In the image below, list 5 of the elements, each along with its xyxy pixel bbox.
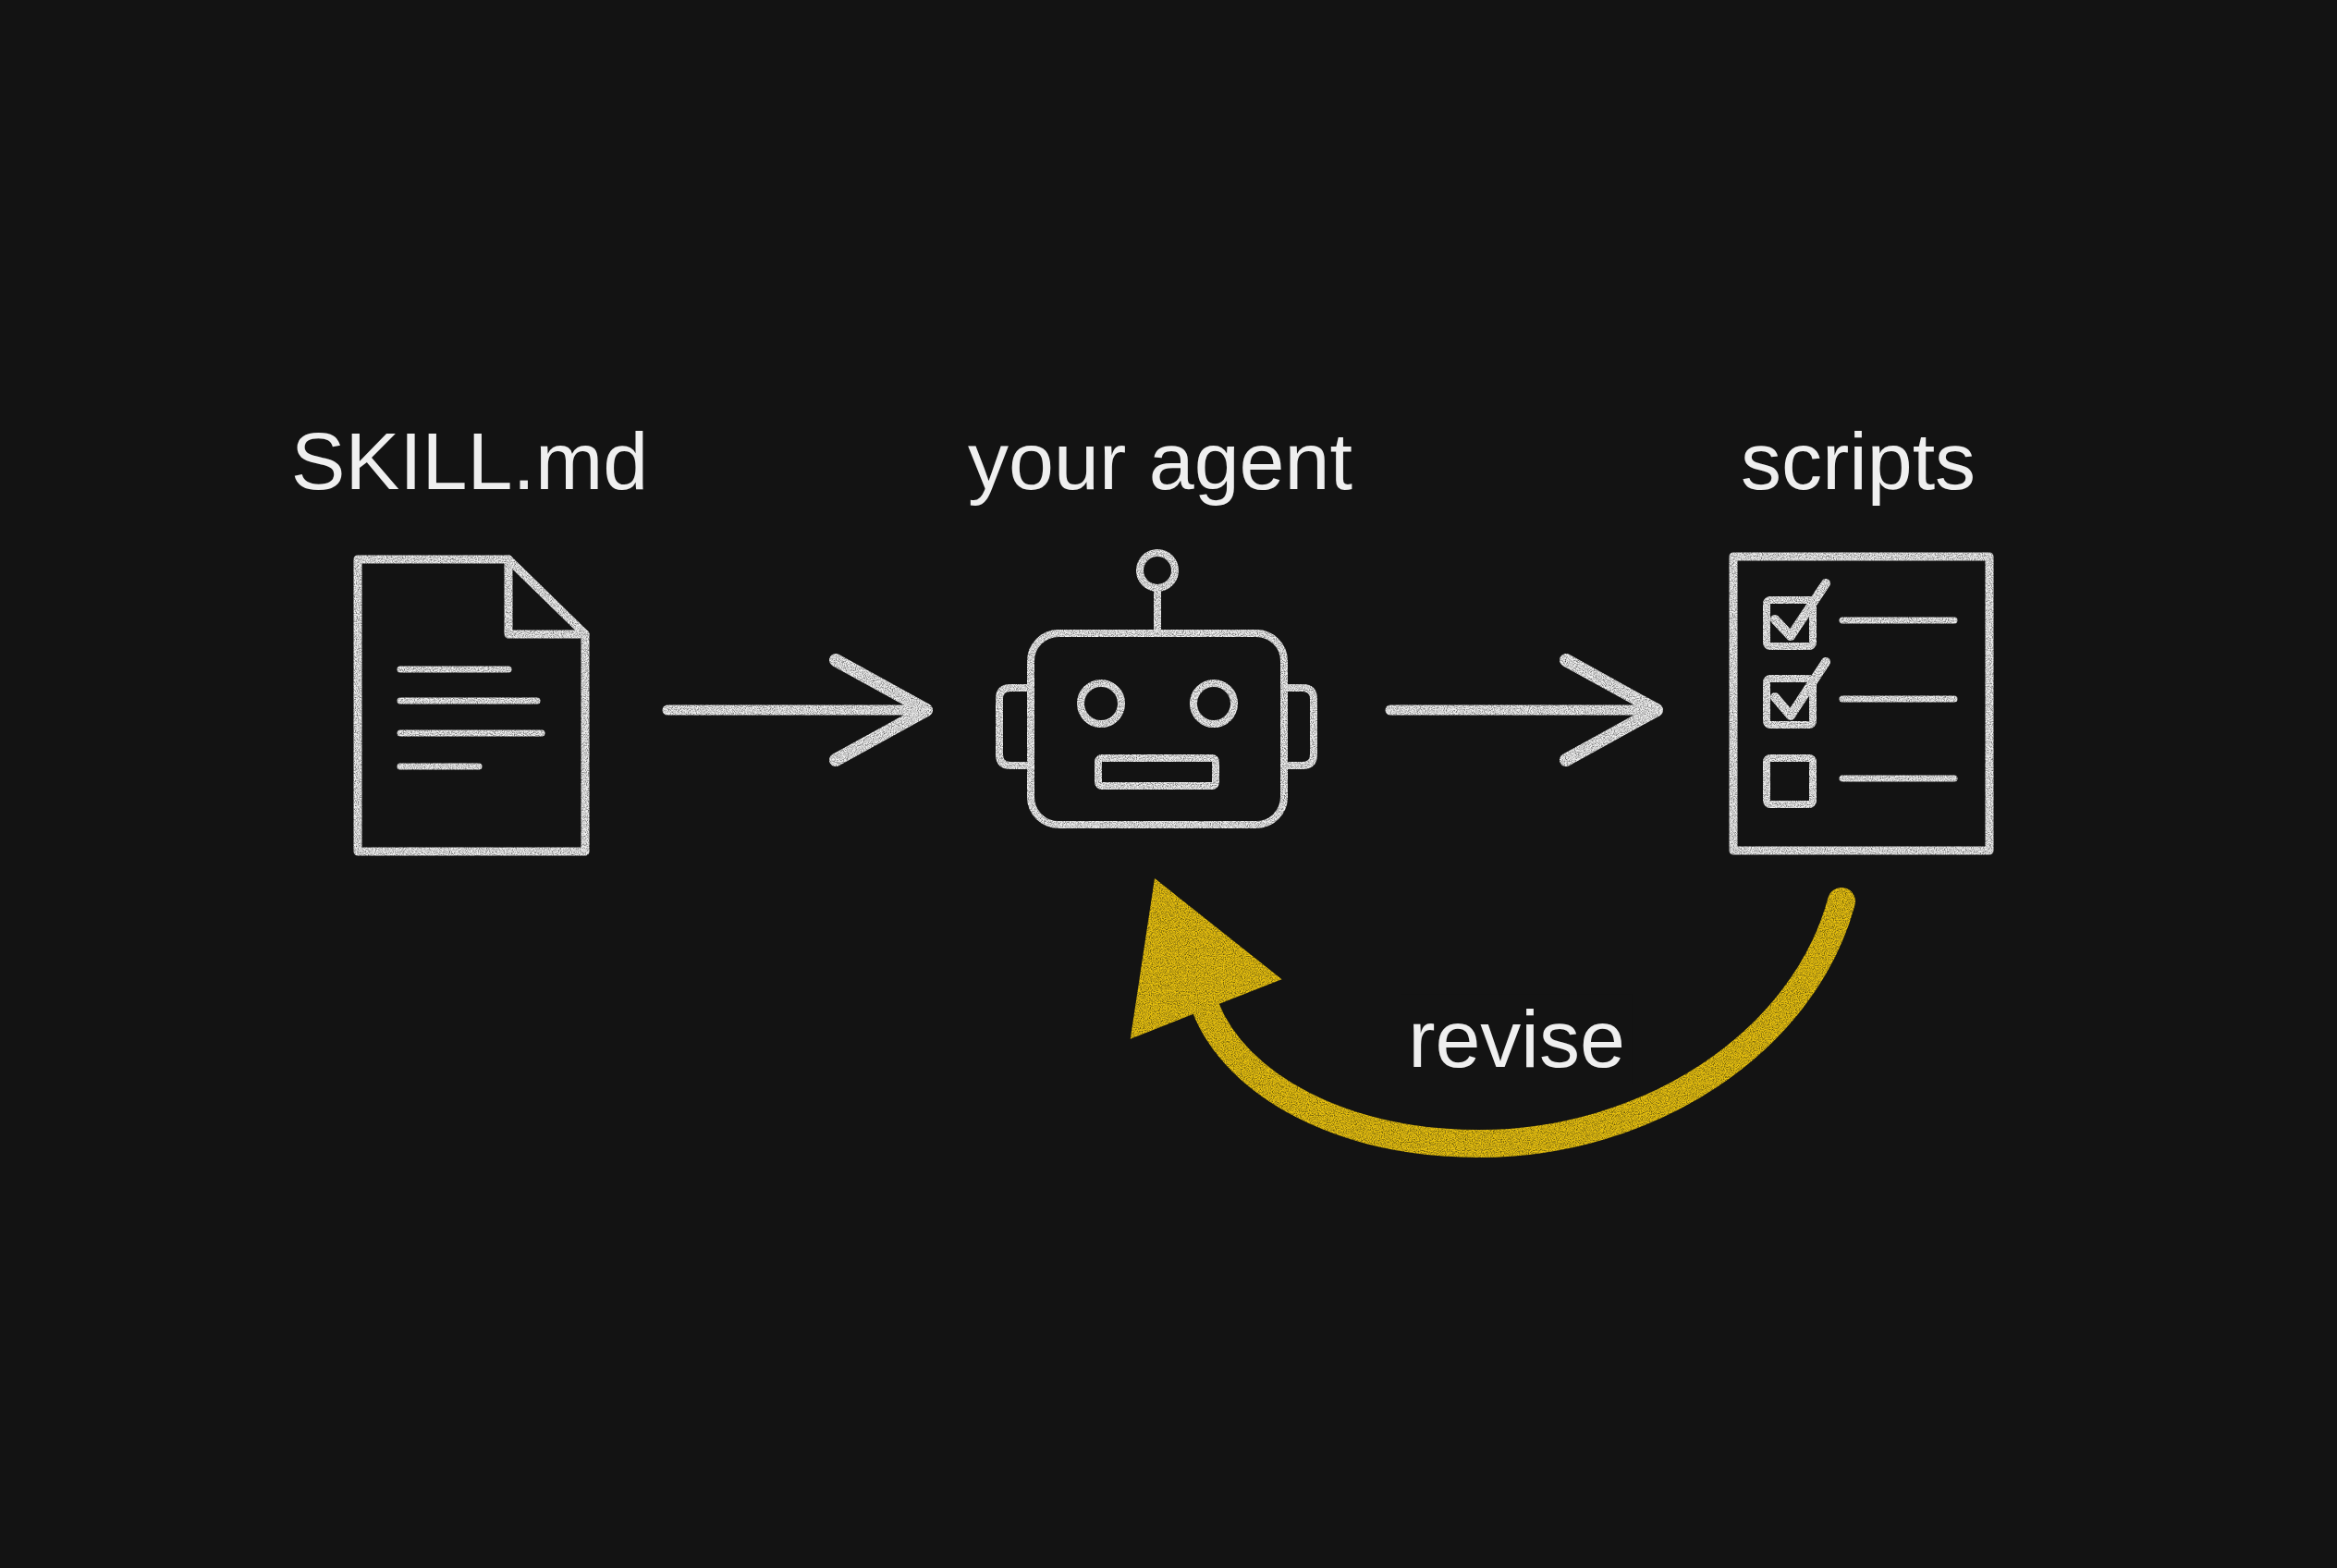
node-label: SKILL.md [290, 417, 649, 507]
arrow [662, 654, 933, 766]
node-label: your agent [968, 417, 1352, 507]
arrow [1385, 654, 1663, 766]
node-label: scripts [1740, 417, 1976, 507]
